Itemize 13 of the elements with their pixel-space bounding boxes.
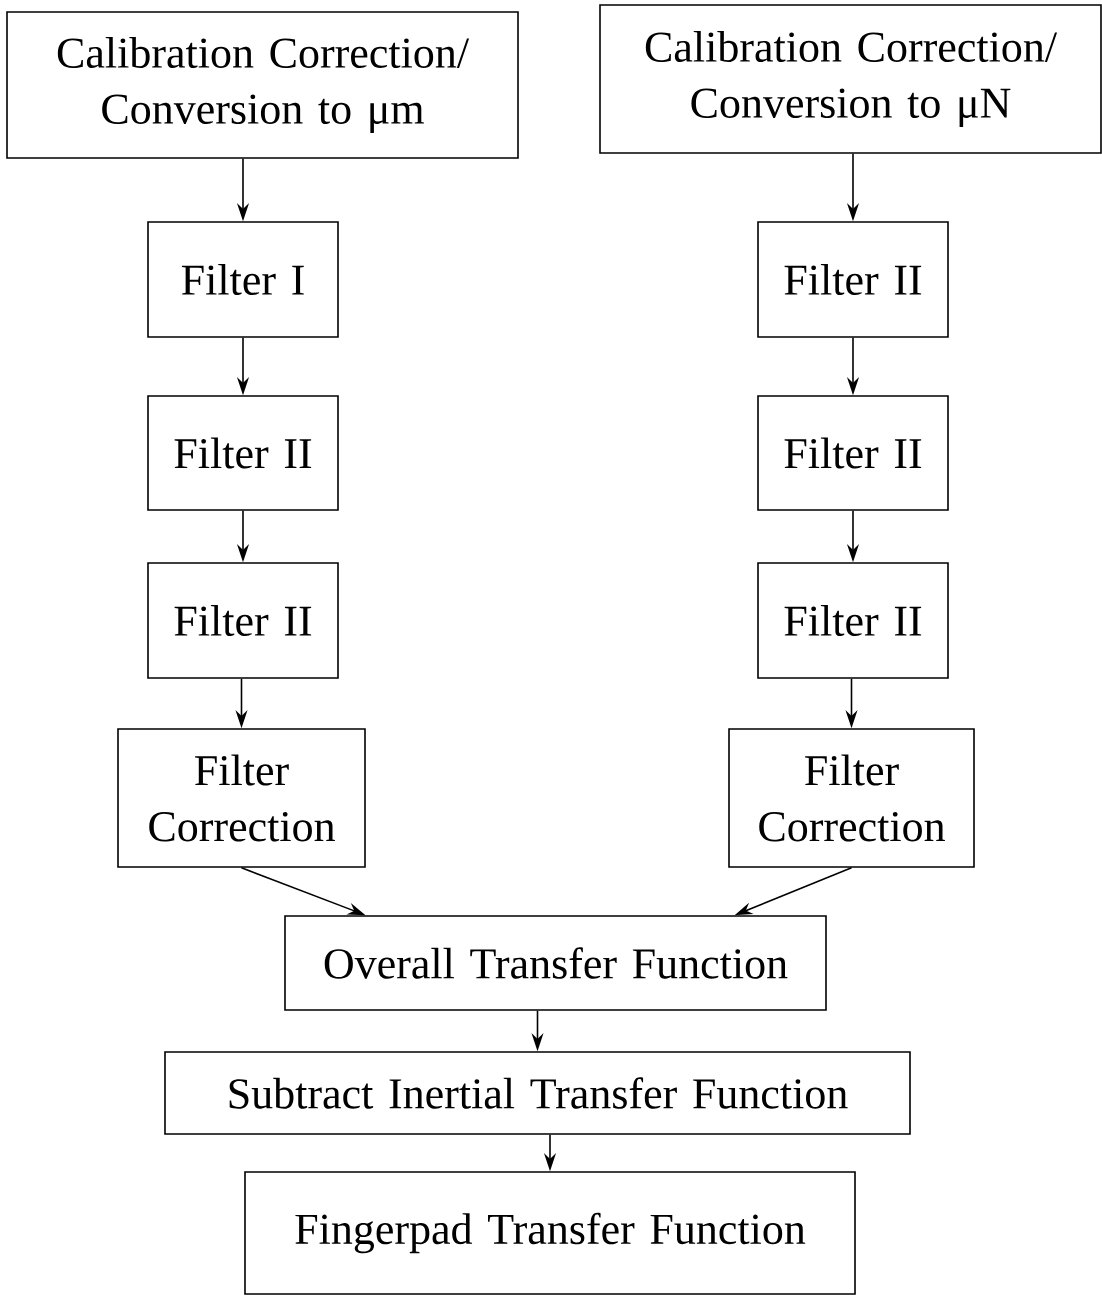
- process-box: Filter II: [147, 395, 339, 511]
- process-box: Filter II: [757, 562, 949, 679]
- process-box: Filter Correction: [117, 728, 366, 868]
- process-box: Overall Transfer Function: [284, 915, 827, 1011]
- process-box: Filter Correction: [728, 728, 975, 868]
- process-box: Filter I: [147, 221, 339, 338]
- process-box: Calibration Correction/ Conversion to μm: [6, 11, 519, 159]
- process-box: Filter II: [757, 221, 949, 338]
- process-box: Calibration Correction/ Conversion to μN: [599, 4, 1102, 154]
- process-box: Fingerpad Transfer Function: [244, 1171, 856, 1295]
- process-box: Subtract Inertial Transfer Function: [164, 1051, 911, 1135]
- process-box: Filter II: [757, 395, 949, 511]
- process-box: Filter II: [147, 562, 339, 679]
